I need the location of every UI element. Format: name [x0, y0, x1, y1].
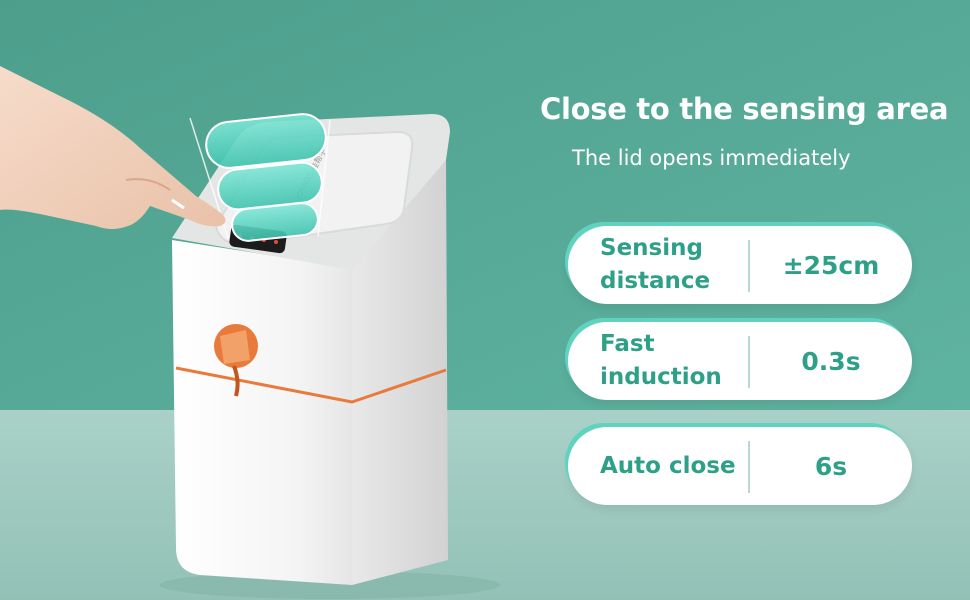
spec-value: 6s [814, 451, 848, 481]
subline: The lid opens immediately [572, 146, 851, 170]
spec-card-sensing-distance: Sensing distance ±25cm [568, 226, 912, 304]
spec-card-auto-close: Auto close 6s [568, 427, 912, 505]
headline: Close to the sensing area [540, 92, 949, 126]
spec-label: Auto close [600, 452, 736, 479]
spec-value: ±25cm [782, 250, 880, 280]
spec-value: 0.3s [801, 346, 861, 376]
spec-label: Sensing distance [600, 235, 711, 294]
sensing-waves [189, 113, 331, 242]
spec-divider [748, 336, 750, 388]
hand [0, 66, 226, 229]
spec-label: Fast induction [600, 331, 722, 390]
spec-divider [748, 441, 750, 493]
spec-card-fast-induction: Fast induction 0.3s [568, 322, 912, 400]
spec-divider [748, 240, 750, 292]
